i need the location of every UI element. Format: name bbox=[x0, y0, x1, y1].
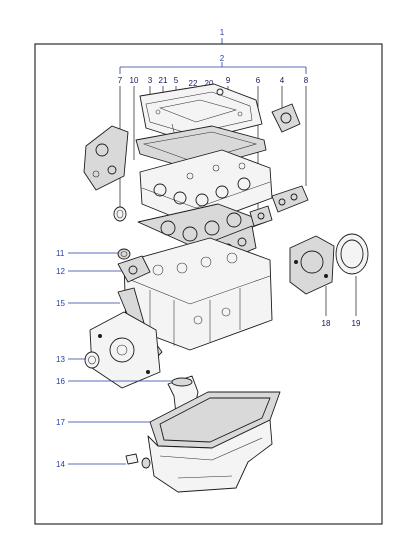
drawing-frame bbox=[34, 43, 383, 525]
callout-6: 6 bbox=[256, 76, 261, 85]
callout-13: 13 bbox=[56, 355, 65, 364]
callout-4: 4 bbox=[280, 76, 285, 85]
callout-14: 14 bbox=[56, 460, 65, 469]
callout-2: 2 bbox=[220, 54, 225, 63]
callout-7: 7 bbox=[118, 76, 123, 85]
callout-8: 8 bbox=[304, 76, 309, 85]
callout-3: 3 bbox=[148, 76, 153, 85]
cylinder-head bbox=[139, 149, 273, 227]
callout-11: 11 bbox=[56, 249, 65, 258]
rear-crankshaft-seal bbox=[335, 233, 369, 275]
oil-pan bbox=[147, 419, 273, 493]
callout-15: 15 bbox=[56, 299, 65, 308]
callout-12: 12 bbox=[56, 267, 65, 276]
callout-5: 5 bbox=[174, 76, 179, 85]
callout-20: 20 bbox=[205, 79, 214, 88]
manifold-gasket-4 bbox=[271, 103, 301, 133]
callout-17: 17 bbox=[56, 418, 65, 427]
callout-18: 18 bbox=[322, 319, 331, 328]
callout-19: 19 bbox=[352, 319, 361, 328]
sheet-number-label: 1 bbox=[220, 28, 225, 37]
water-outlet-gasket bbox=[117, 248, 131, 260]
callout-9: 9 bbox=[226, 76, 231, 85]
callout-22: 22 bbox=[189, 79, 198, 88]
front-crankshaft-seal bbox=[84, 351, 100, 369]
timing-cover-gasket bbox=[83, 125, 129, 191]
oil-seal-7 bbox=[113, 206, 127, 222]
manifold-gasket-8 bbox=[271, 185, 309, 213]
callout-21: 21 bbox=[159, 76, 168, 85]
callout-10: 10 bbox=[130, 76, 139, 85]
callout-16: 16 bbox=[56, 377, 65, 386]
side-gasket-6 bbox=[249, 205, 273, 227]
cylinder-block bbox=[123, 237, 273, 351]
water-pump-gasket bbox=[117, 255, 151, 283]
kit-bracket bbox=[119, 62, 307, 74]
cylinder-head-cover bbox=[139, 83, 263, 147]
front-cover bbox=[89, 311, 161, 389]
rear-seal-retainer-gasket bbox=[289, 235, 335, 295]
drain-plug bbox=[125, 453, 151, 469]
